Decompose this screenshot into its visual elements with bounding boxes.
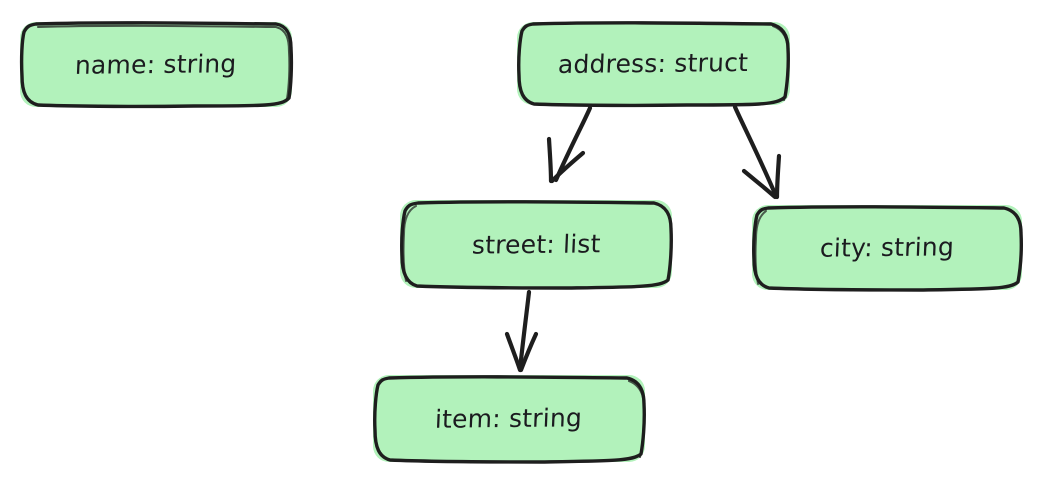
- node-address[interactable]: address: struct: [517, 21, 790, 108]
- node-outline: [19, 21, 294, 109]
- edge-address-to-city: [732, 104, 782, 200]
- node-label: name: string: [74, 49, 238, 80]
- node-outline: [373, 375, 646, 464]
- node-label: item: string: [434, 403, 584, 434]
- node-city[interactable]: city: string: [752, 205, 1023, 292]
- node-street[interactable]: street: list: [400, 200, 673, 290]
- node-label: city: string: [819, 232, 955, 263]
- node-name[interactable]: name: string: [19, 21, 294, 109]
- node-outline: [400, 200, 673, 290]
- edge-street-to-item: [504, 289, 539, 373]
- node-outline: [517, 21, 790, 108]
- edge-address-to-street: [546, 105, 593, 184]
- node-label: street: list: [471, 228, 601, 260]
- node-item[interactable]: item: string: [373, 375, 646, 464]
- node-outline: [752, 205, 1023, 292]
- node-label: address: struct: [557, 48, 750, 79]
